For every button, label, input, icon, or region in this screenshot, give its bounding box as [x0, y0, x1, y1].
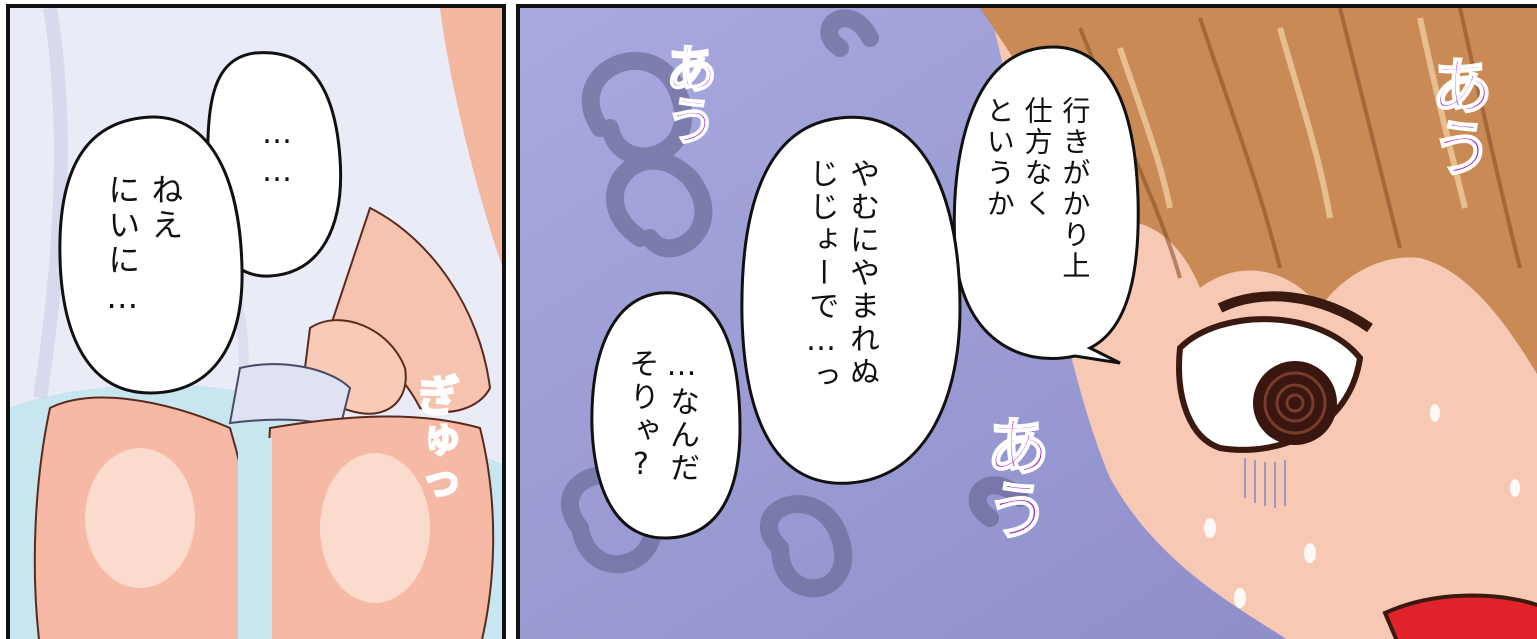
panel-right: 行きがかり上 仕方なく というか やむにやまれぬ じじょーで…っ …なんだ そり… — [516, 4, 1537, 639]
bubble-nee-niini-text: ねえ にいに… — [103, 173, 185, 319]
panel-left: …… ねえ にいに… ぎゅっ — [6, 4, 506, 639]
sfx-au-right: あう — [1419, 53, 1494, 179]
panel-left-art — [10, 8, 502, 639]
sfx-au-left: あう — [655, 41, 717, 147]
sfx-au-middle: あう — [974, 412, 1050, 542]
bubble-ikigakari-text: 行きがかり上 仕方なく というか — [982, 96, 1092, 282]
bubble-yamuni-text: やむにやまれぬ じじょーで…っ — [803, 158, 880, 394]
sfx-gyu: ぎゅっ — [406, 372, 459, 506]
panel-right-art — [520, 8, 1537, 639]
bubble-ellipsis-text: …… — [259, 116, 295, 192]
bubble-nanda-text: …なんだ そりゃ? — [623, 348, 700, 485]
